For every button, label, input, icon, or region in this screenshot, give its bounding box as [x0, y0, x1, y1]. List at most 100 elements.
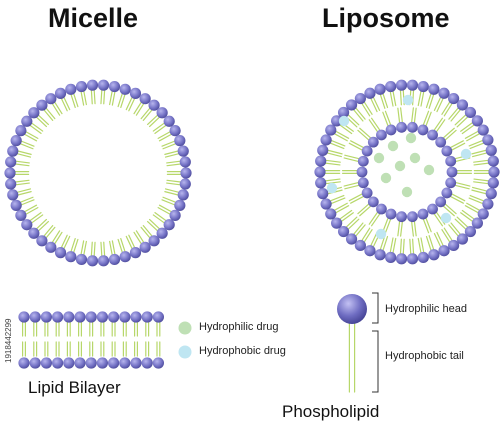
lipid-head	[438, 87, 450, 99]
lipid-head	[108, 311, 120, 323]
lipid-head	[445, 155, 457, 167]
lipid-tail	[42, 108, 54, 122]
lipid-head	[96, 311, 108, 323]
lipid-head	[406, 253, 419, 265]
lipid-tail	[103, 241, 106, 258]
lipid-head	[325, 208, 337, 220]
lipid-tail	[412, 238, 415, 256]
lipid-head	[139, 241, 151, 253]
lipid-tail	[152, 214, 166, 225]
lipid-tail	[450, 108, 462, 122]
lipid-tail	[397, 107, 401, 125]
lipid-tail	[70, 92, 76, 109]
lipid-head	[445, 177, 457, 189]
lipid-head	[364, 87, 376, 99]
lipid-tail	[28, 124, 42, 134]
lipid-tail	[425, 216, 432, 233]
hydrophobic-drug-particle	[402, 94, 414, 106]
lipid-tail	[13, 179, 30, 183]
lipid-tail	[158, 204, 173, 213]
lipid-head	[169, 209, 181, 221]
lipid-tail	[352, 108, 364, 122]
hydrophobic-tail-label: Hydrophobic tail	[385, 350, 464, 362]
lipid-tail	[13, 163, 30, 167]
lipid-head	[177, 145, 189, 157]
lipid-tail	[72, 92, 79, 108]
lipid-tail	[370, 212, 382, 227]
lipid-tail	[166, 179, 183, 183]
lipid-tail	[469, 194, 486, 202]
lipid-tail	[103, 88, 106, 105]
lipid-head	[317, 188, 329, 200]
lipid-tail	[443, 102, 454, 117]
lipid-tail	[120, 92, 126, 109]
lipid-tail	[348, 142, 364, 152]
lipid-head	[119, 83, 131, 95]
lipid-head	[40, 311, 53, 323]
lipid-tail	[359, 204, 373, 217]
lipid-tail	[111, 90, 116, 106]
lipid-head	[354, 92, 366, 105]
lipid-head	[74, 311, 86, 323]
lipid-tail	[389, 237, 394, 254]
phospholipid-structure	[337, 292, 379, 393]
lipid-tail	[166, 160, 182, 164]
lipid-tail	[346, 218, 360, 231]
phospholipid-head	[337, 294, 367, 324]
lipid-tail	[72, 238, 79, 254]
lipid-head	[21, 219, 33, 231]
lipid-head	[119, 251, 131, 263]
lipid-tail	[392, 89, 397, 107]
lipid-tail	[344, 216, 358, 229]
lipid-head	[428, 83, 440, 95]
lipid-tail	[18, 196, 34, 204]
lipid-tail	[23, 133, 38, 142]
lipid-tail	[28, 212, 42, 222]
lipid-tail	[161, 199, 177, 206]
hydrophilic-drug-particle	[401, 186, 413, 198]
lipid-head	[169, 125, 181, 137]
hydrophobic-drug-particle	[460, 148, 472, 160]
lipid-tail	[422, 217, 430, 234]
lipid-head	[129, 87, 142, 99]
lipid-tail	[51, 230, 61, 244]
lipid-tail	[472, 186, 489, 192]
lipid-head	[395, 253, 408, 265]
lipid-tail	[42, 224, 54, 238]
lipid-head	[139, 93, 151, 105]
lipid-head	[488, 166, 500, 178]
lipid-tail	[448, 224, 460, 238]
lipid-tail	[441, 100, 451, 115]
lipid-tail	[60, 96, 68, 112]
lipid-head	[163, 115, 175, 127]
lipid-head	[356, 166, 368, 178]
tail-layer	[13, 88, 183, 258]
lipid-head	[141, 357, 153, 369]
lipid-tail	[372, 95, 381, 112]
lipid-tail	[417, 89, 422, 107]
lipid-head	[85, 311, 97, 323]
lipid-head	[28, 227, 40, 239]
lipid-head	[63, 357, 75, 369]
lipid-tail	[450, 192, 466, 202]
lipid-head	[331, 115, 343, 127]
lipid-tail	[14, 160, 30, 164]
liposome-structure	[314, 79, 500, 265]
lipid-tail	[30, 214, 44, 225]
lipid-head	[374, 83, 386, 95]
lipid-tail	[363, 229, 373, 244]
lipid-tail	[30, 121, 44, 132]
lipid-tail	[435, 119, 446, 134]
lipid-head	[364, 245, 376, 257]
lipid-head	[74, 357, 86, 369]
lipid-head	[315, 155, 327, 167]
lipid-tail	[350, 140, 366, 149]
hydrophilic-drug-particle	[405, 132, 417, 144]
lipid-tail	[332, 202, 348, 212]
lipid-tail	[359, 127, 373, 140]
lipid-head	[108, 357, 120, 369]
lipid-tail	[436, 96, 445, 113]
lipid-tail	[399, 238, 402, 256]
legend-markers	[178, 321, 192, 359]
